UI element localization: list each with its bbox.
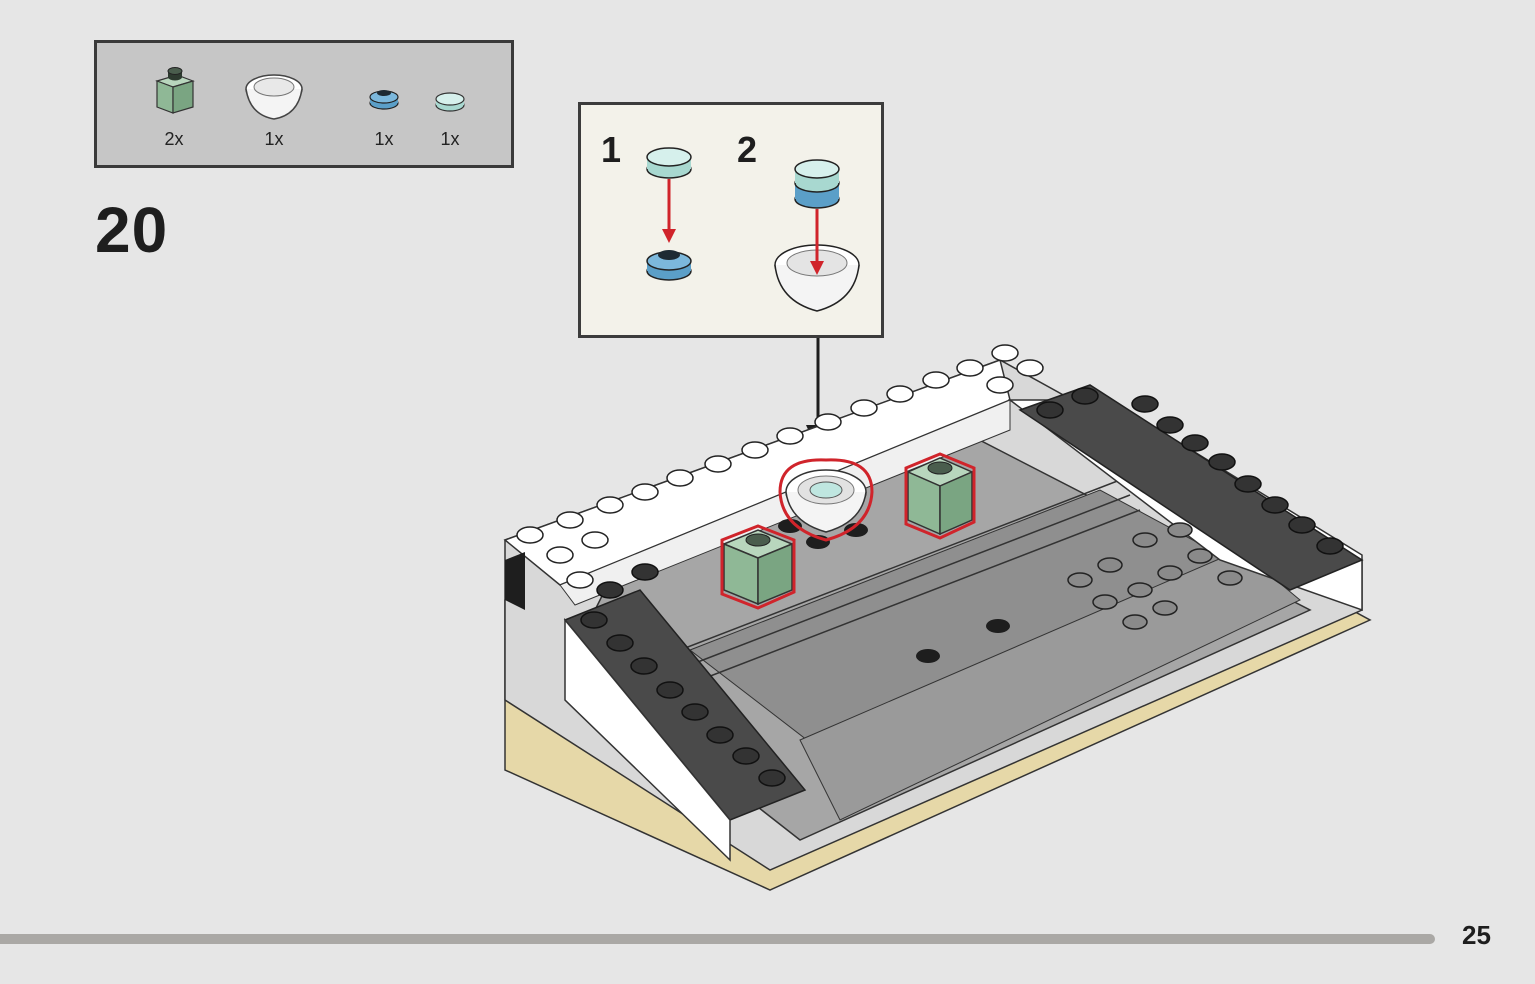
corner-panel: [505, 552, 525, 610]
callout-illustration: [646, 147, 860, 312]
green-brick-left: [720, 524, 796, 610]
parts-item-trans-plate: 1x: [415, 67, 485, 149]
white-dish-icon: [245, 74, 303, 120]
parts-item-green-brick: 2x: [139, 67, 209, 149]
part-qty: 1x: [440, 129, 460, 149]
subassembly-callout: 1 2: [578, 102, 884, 338]
floor-stud-black: [916, 649, 940, 663]
page-number: 25: [1462, 920, 1491, 950]
footer-progress-bar: [0, 934, 1435, 944]
left-strip-studs: [580, 563, 786, 787]
highlight-outline: [720, 524, 796, 610]
floor-panel: [799, 549, 1301, 821]
parts-item-white-dish: 1x: [239, 67, 309, 149]
green-brick-icon: [155, 67, 195, 114]
substep-number-1: 1: [601, 129, 622, 170]
trans-round-plate-icon: [435, 92, 465, 112]
part-qty: 2x: [164, 129, 184, 149]
stacked-plates-piece: [794, 159, 840, 209]
step-number: 20: [95, 194, 169, 266]
part-qty: 1x: [264, 129, 284, 149]
blue-plate-piece: [646, 250, 692, 281]
trans-plate-piece: [646, 147, 692, 179]
parts-item-blue-plate: 1x: [349, 67, 419, 149]
parts-list-box: 2x 1x 1x 1x: [94, 40, 514, 168]
left-wall: [564, 617, 731, 862]
right-dark-strip: [1018, 384, 1364, 591]
substep-number-2: 2: [737, 129, 758, 170]
back-wall-studs: [516, 344, 1044, 589]
arrow-head-icon: [810, 261, 824, 275]
dish-assembly: [778, 458, 874, 542]
floor-stud-black: [986, 619, 1010, 633]
highlight-outline: [904, 452, 976, 540]
highlight-outline: [778, 458, 874, 542]
arrow-head-icon: [662, 229, 676, 243]
blue-round-plate-icon: [369, 90, 399, 110]
right-strip-studs: [1036, 387, 1344, 555]
floor-studs: [1067, 522, 1243, 630]
green-brick-right: [904, 452, 976, 540]
part-qty: 1x: [374, 129, 394, 149]
